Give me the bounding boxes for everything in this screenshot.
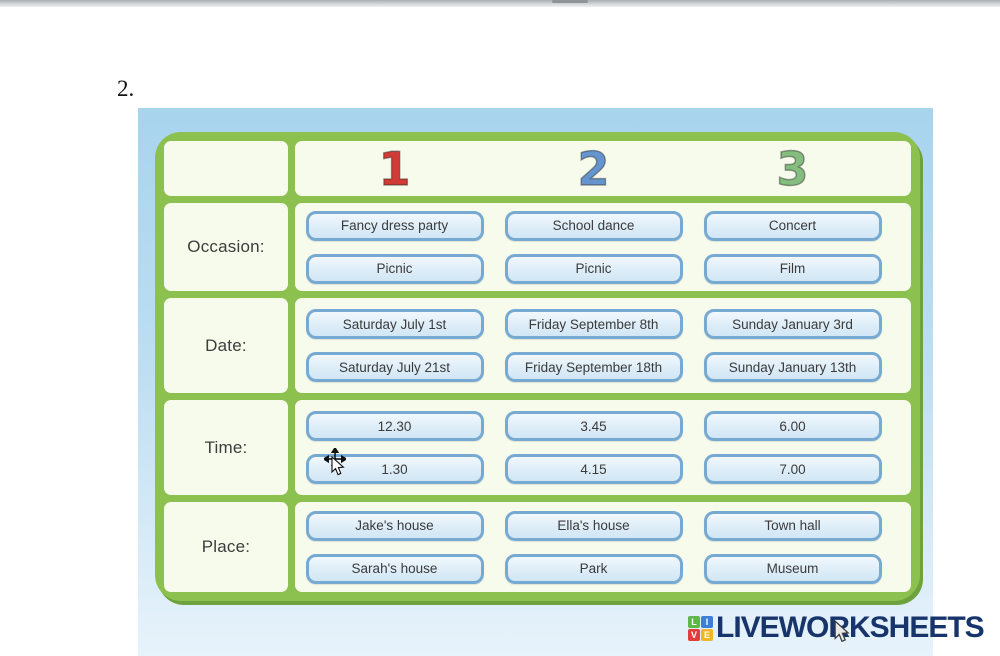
column-header-3: 3	[776, 141, 809, 196]
option-button[interactable]: Sunday January 3rd	[703, 309, 882, 339]
option-button[interactable]: Sarah's house	[305, 553, 484, 584]
option-button[interactable]: Town hall	[703, 510, 882, 541]
option-column: 3.45 4.15	[504, 411, 683, 484]
option-button[interactable]: Fancy dress party	[305, 210, 484, 241]
header-row: 1 2 3	[295, 141, 911, 196]
logo-square-l: L	[688, 615, 700, 628]
option-button[interactable]: 6.00	[703, 411, 882, 441]
option-button[interactable]: Sunday January 13th	[703, 352, 882, 382]
logo-text: LIVEWORKSHEETS	[716, 611, 985, 644]
option-button[interactable]: Jake's house	[305, 510, 484, 541]
option-button[interactable]: Friday September 8th	[504, 309, 683, 339]
option-button[interactable]: School dance	[504, 210, 683, 241]
top-scrollbar-track	[0, 0, 1000, 7]
header-corner-cell	[164, 141, 288, 196]
question-number: 2.	[117, 76, 135, 101]
row-label-time: Time:	[164, 400, 288, 495]
liveworksheets-logo[interactable]: L I V E LIVEWORKSHEETS	[688, 611, 985, 644]
option-button[interactable]: Film	[703, 253, 882, 284]
mouse-pointer-icon	[331, 456, 345, 476]
row-label-date: Date:	[164, 298, 288, 393]
row-label-place: Place:	[164, 502, 288, 592]
option-button[interactable]: Ella's house	[504, 510, 683, 541]
option-button[interactable]: Park	[504, 553, 683, 584]
option-button[interactable]: 4.15	[504, 454, 683, 484]
logo-square-e: E	[701, 628, 713, 641]
option-button[interactable]: Saturday July 21st	[305, 352, 484, 382]
option-button[interactable]: Picnic	[305, 253, 484, 284]
option-column: 6.00 7.00	[703, 411, 882, 484]
column-header-2: 2	[577, 141, 610, 196]
option-button[interactable]: 7.00	[703, 454, 882, 484]
mouse-pointer-icon	[834, 620, 850, 643]
option-button[interactable]: Picnic	[504, 253, 683, 284]
option-button[interactable]: 3.45	[504, 411, 683, 441]
option-button[interactable]: 12.30	[305, 411, 484, 441]
column-header-1: 1	[378, 141, 411, 196]
option-button[interactable]: Concert	[703, 210, 882, 241]
option-button[interactable]: Friday September 18th	[504, 352, 683, 382]
row-label-occasion: Occasion:	[164, 203, 288, 291]
option-button[interactable]: Museum	[703, 553, 882, 584]
logo-mark-icon: L I V E	[688, 615, 713, 641]
scrollbar-thumb[interactable]	[552, 0, 588, 3]
logo-square-v: V	[688, 628, 700, 641]
logo-square-i: I	[701, 615, 713, 628]
option-button[interactable]: Saturday July 1st	[305, 309, 484, 339]
